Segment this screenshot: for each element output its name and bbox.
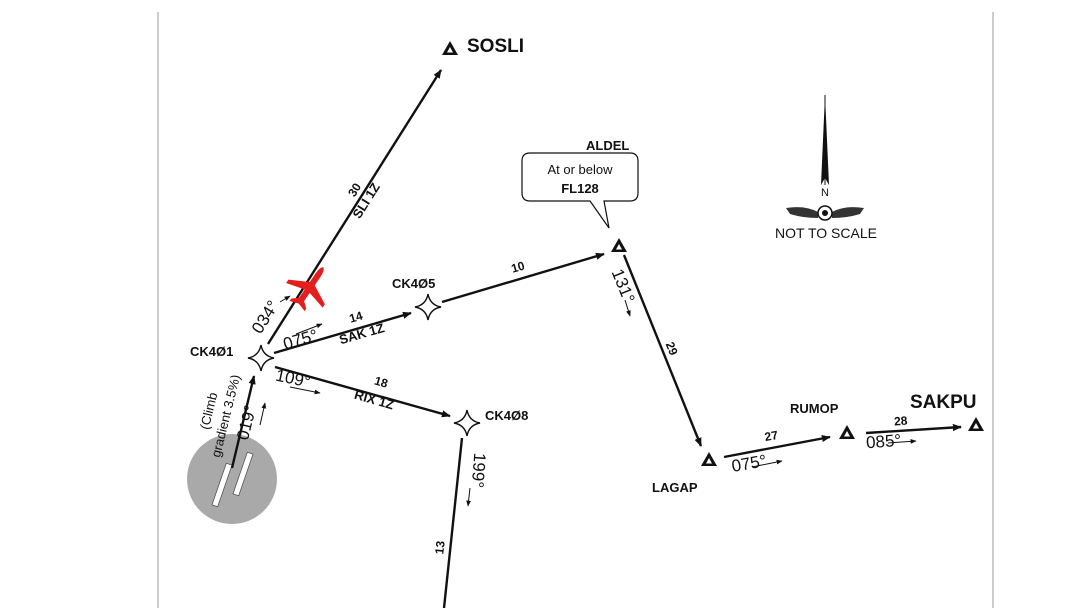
north-letter: N <box>821 187 829 199</box>
leg-ck401-ck408 <box>274 365 451 418</box>
label-rumop: RUMOP <box>790 401 839 416</box>
label-aldel: ALDEL <box>586 138 629 153</box>
course-arrows <box>259 295 917 507</box>
runway-icon <box>211 451 254 508</box>
course-ck408-south: 199° <box>468 452 489 488</box>
north-arrow-icon: N <box>786 95 864 221</box>
dist-ck405-aldel: 10 <box>510 258 527 275</box>
label-sakpu: SAKPU <box>910 392 977 413</box>
course-aldel-lagap: 131° <box>608 266 639 306</box>
leg-lagap-rumop <box>723 434 831 459</box>
waypoint-aldel-icon[interactable] <box>611 238 627 252</box>
waypoint-sosli-icon[interactable] <box>442 41 458 55</box>
dist-ck401-ck405: 14 <box>348 308 365 325</box>
leg-aldel-lagap <box>622 254 703 447</box>
label-lagap: LAGAP <box>652 480 698 495</box>
leg-runway-ck401 <box>230 375 256 469</box>
dist-ck401-ck408: 18 <box>373 374 390 391</box>
route-lines <box>230 69 962 608</box>
fix-ck405-icon[interactable] <box>414 293 442 321</box>
airport-circle <box>187 434 277 524</box>
waypoint-sakpu-icon[interactable] <box>968 417 984 431</box>
leg-ck405-aldel <box>441 252 605 304</box>
dist-ck408-south: 13 <box>432 540 447 555</box>
label-ck401: CK4Ø1 <box>190 344 233 359</box>
leg-ck401-ck405 <box>273 311 412 355</box>
dist-rumop-sakpu: 28 <box>894 414 909 429</box>
leg-rumop-sakpu <box>865 423 962 435</box>
waypoint-lagap-icon[interactable] <box>701 452 717 466</box>
aircraft-icon <box>286 267 325 312</box>
waypoint-rumop-icon[interactable] <box>839 425 855 439</box>
altitude-callout: At or below FL128 <box>521 152 639 229</box>
dist-lagap-rumop: 27 <box>764 428 780 444</box>
dist-aldel-lagap: 29 <box>663 340 681 358</box>
altitude-line1: At or below <box>547 162 613 177</box>
course-rumop-sakpu: 085° <box>865 431 901 452</box>
altitude-line2: FL128 <box>561 181 599 196</box>
proc-rix: RIX 1Z <box>353 387 396 413</box>
label-sosli: SOSLI <box>467 36 524 57</box>
proc-sak: SAK 1Z <box>337 320 386 347</box>
label-ck405: CK4Ø5 <box>392 276 435 291</box>
leg-ck408-south <box>442 437 464 608</box>
label-ck408: CK4Ø8 <box>485 408 528 423</box>
not-to-scale-note: NOT TO SCALE <box>775 225 877 241</box>
fix-ck408-icon[interactable] <box>453 409 481 437</box>
fix-ck401-icon[interactable] <box>247 344 275 372</box>
course-sak: 075° <box>281 326 320 354</box>
course-rix: 109° <box>274 366 312 392</box>
course-runway: 019° <box>233 403 260 442</box>
